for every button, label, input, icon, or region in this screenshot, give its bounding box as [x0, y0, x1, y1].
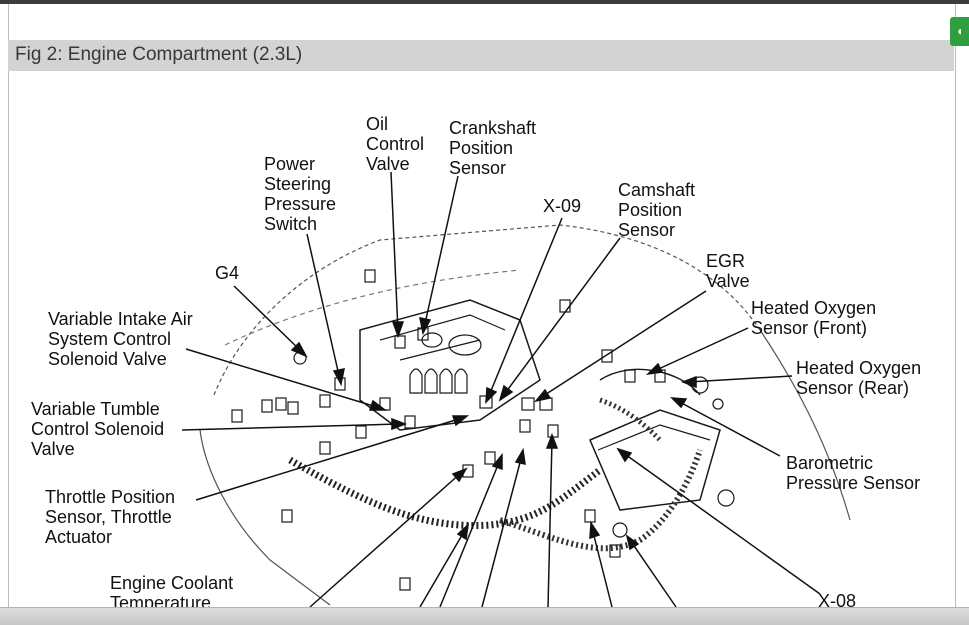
leader-lines	[181, 171, 821, 608]
label-g4: G4	[215, 263, 240, 283]
label-heated-oxygen-sensor-rear: Heated Oxygen Sensor (Rear)	[796, 358, 922, 398]
label-variable-intake-air-system: Variable Intake Air System Control Solen…	[48, 309, 193, 369]
label-egr-valve: EGR Valve	[706, 251, 750, 291]
label-power-steering-pressure-switch: Power Steering Pressure Switch	[264, 154, 337, 234]
label-x09: X-09	[543, 196, 582, 216]
figure-caption: Fig 2: Engine Compartment (2.3L)	[15, 44, 303, 65]
figure-caption-bar	[8, 40, 954, 71]
label-oil-control-valve: Oil Control Valve	[366, 114, 425, 174]
label-crankshaft-position-sensor: Crankshaft Position Sensor	[449, 118, 537, 178]
window-top-edge	[0, 0, 969, 4]
side-tab-icon: ◖	[956, 24, 964, 38]
figure-frame	[8, 4, 956, 624]
engine-line-art	[199, 224, 851, 606]
label-heated-oxygen-sensor-front: Heated Oxygen Sensor (Front)	[751, 298, 877, 338]
label-x08: X-08	[818, 591, 857, 611]
side-tab-button[interactable]: ◖	[950, 17, 969, 46]
label-variable-tumble-control: Variable Tumble Control Solenoid Valve	[31, 399, 165, 459]
label-throttle-position-sensor: Throttle Position Sensor, Throttle Actua…	[45, 487, 176, 547]
label-camshaft-position-sensor: Camshaft Position Sensor	[618, 180, 696, 240]
label-barometric-pressure-sensor: Barometric Pressure Sensor	[786, 453, 921, 493]
bottom-scroll-bar[interactable]	[0, 607, 969, 625]
